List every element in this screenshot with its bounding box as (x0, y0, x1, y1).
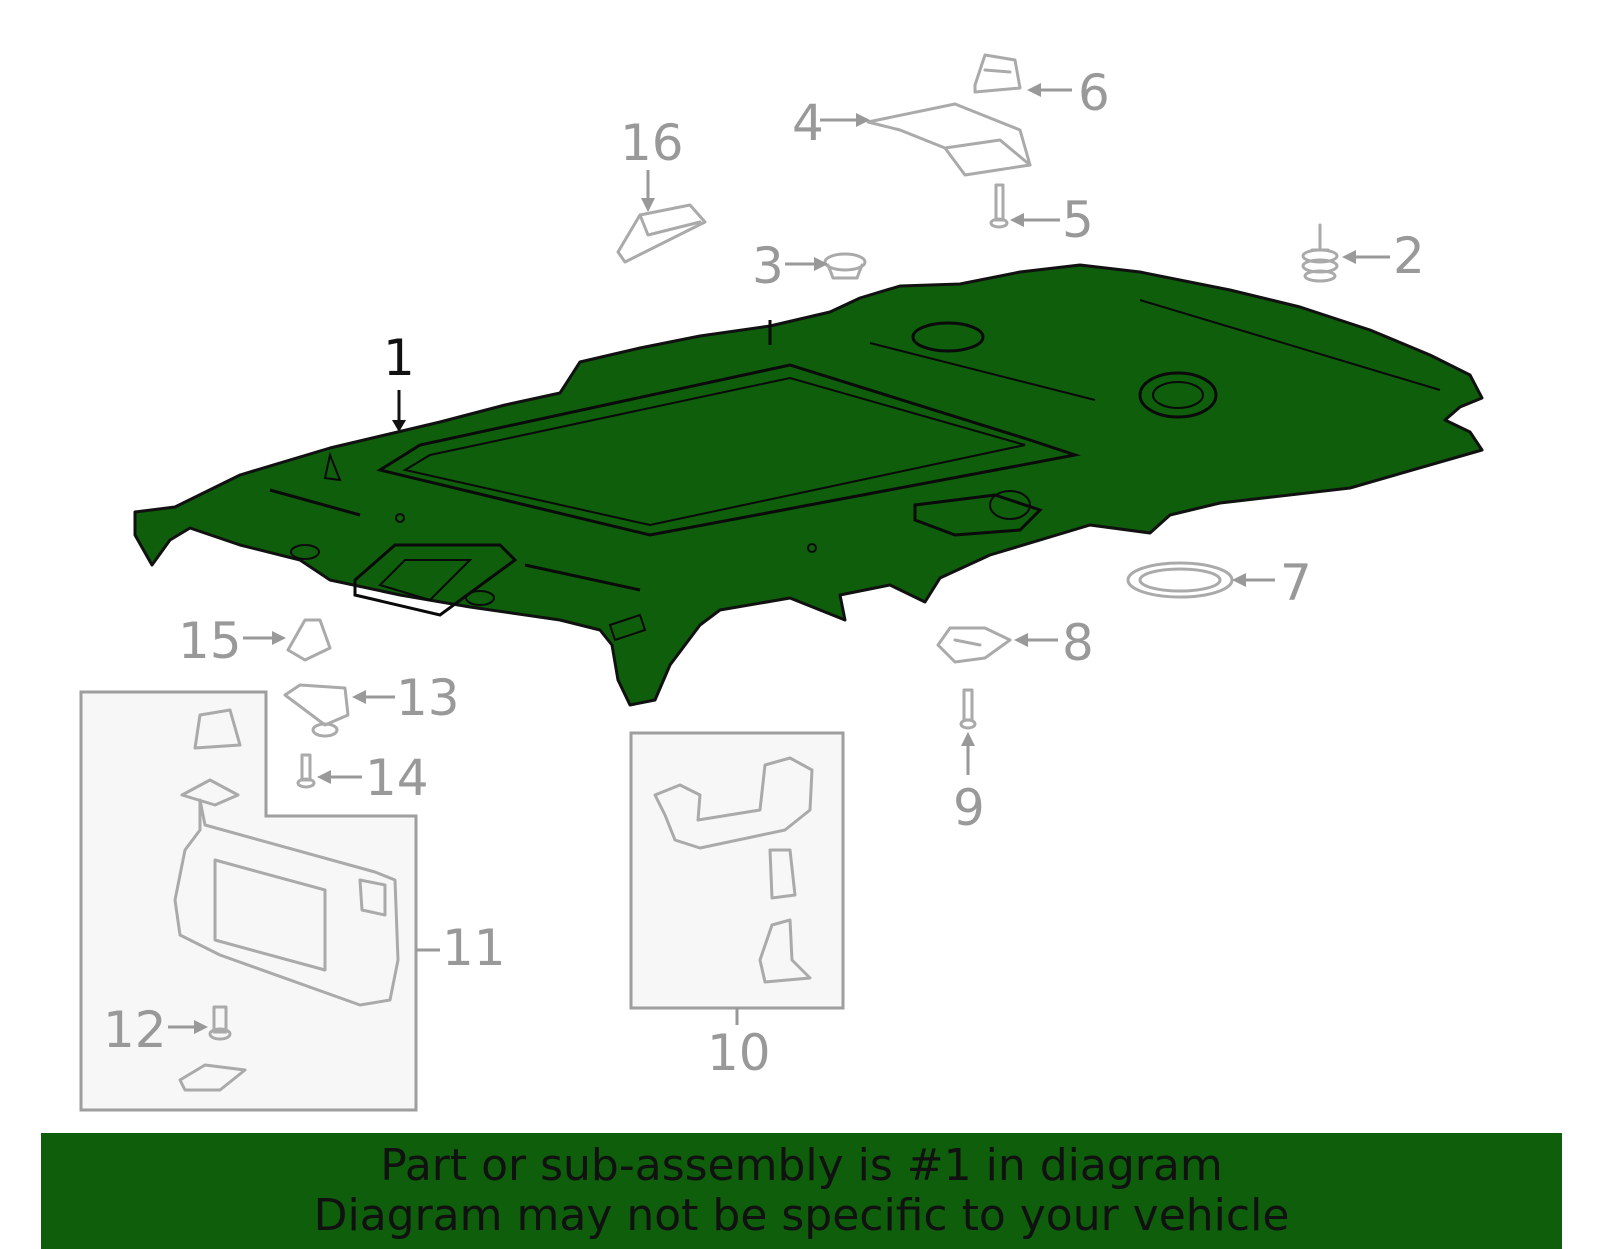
part-8-clip[interactable] (936, 626, 1012, 664)
callout-2: 2 (1393, 227, 1425, 285)
callout-11: 11 (442, 919, 506, 977)
leader-lines (168, 83, 1390, 1034)
part-14-screw[interactable] (296, 753, 316, 789)
part-6-clip[interactable] (973, 53, 1022, 94)
callout-10: 10 (707, 1024, 771, 1082)
part-3-grommet[interactable] (823, 252, 867, 280)
part-10-grab-handle-box (629, 731, 845, 1025)
callout-15: 15 (178, 612, 242, 670)
callout-13: 13 (396, 669, 460, 727)
callout-labels: 1 2 3 4 5 6 7 8 9 10 11 12 13 14 15 16 (103, 64, 1425, 1082)
part-9-screw[interactable] (959, 688, 977, 730)
part-2-fastener[interactable] (1301, 223, 1339, 283)
part-7-seal-ring[interactable] (1126, 561, 1234, 599)
callout-3: 3 (752, 237, 784, 295)
banner-line-vehicle-note: Diagram may not be specific to your vehi… (313, 1190, 1290, 1241)
callout-1: 1 (383, 329, 415, 387)
part-11-sun-visor-box (79, 690, 440, 1112)
callout-7: 7 (1280, 554, 1312, 612)
part-5-screw[interactable] (989, 183, 1009, 229)
callout-14: 14 (365, 749, 429, 807)
part-16-cover[interactable] (616, 203, 707, 264)
headliner-part-1[interactable] (133, 263, 1484, 707)
part-13-holder[interactable] (283, 683, 350, 738)
part-15-clip[interactable] (286, 618, 332, 662)
callout-9: 9 (953, 779, 985, 837)
callout-8: 8 (1062, 614, 1094, 672)
notice-banner: Part or sub-assembly is #1 in diagram Di… (41, 1133, 1562, 1249)
callout-4: 4 (792, 94, 824, 152)
callout-12: 12 (103, 1001, 167, 1059)
callout-5: 5 (1062, 191, 1094, 249)
callout-16: 16 (620, 114, 684, 172)
callout-6: 6 (1078, 64, 1110, 122)
part-4-bracket[interactable] (866, 102, 1032, 177)
banner-line-part-note: Part or sub-assembly is #1 in diagram (380, 1140, 1223, 1191)
